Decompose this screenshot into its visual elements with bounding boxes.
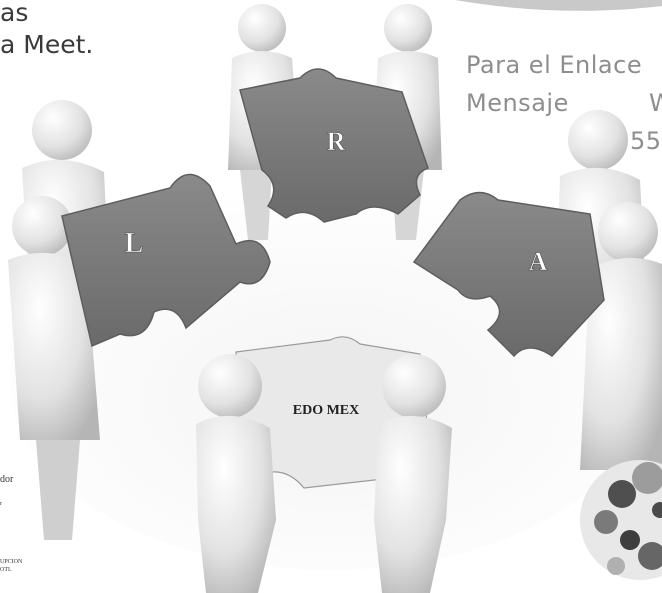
top-left-line-1: as [0, 0, 29, 27]
bottom-left-mark: r [0, 501, 2, 507]
decorative-ribbon [455, 0, 662, 11]
puzzle-piece-l [61, 173, 271, 348]
puzzle-letter-r: R [327, 127, 346, 156]
circles-logo [580, 460, 662, 580]
top-right-line-3: 55 [630, 127, 662, 155]
bottom-left-line-2: OTL [0, 567, 12, 573]
top-left-line-2: a Meet. [0, 30, 94, 59]
figure-bottom-left [196, 354, 276, 593]
top-right-line-2a: Mensaje [466, 89, 569, 117]
puzzle-letter-l: L [125, 228, 144, 259]
bottom-left-line-1: UPCION [0, 559, 23, 565]
puzzle-piece-r [239, 68, 429, 223]
puzzle-letter-a: A [529, 247, 548, 276]
figure-left-front [8, 196, 100, 540]
bottom-left-word: dor [0, 474, 14, 485]
center-label: EDO MEX [293, 403, 360, 418]
figure-right-front [580, 202, 662, 470]
puzzle-piece-a [412, 191, 605, 358]
figure-bottom-right [374, 354, 452, 593]
top-right-line-2b: W [649, 89, 662, 117]
top-right-line-1: Para el Enlace [466, 51, 643, 79]
